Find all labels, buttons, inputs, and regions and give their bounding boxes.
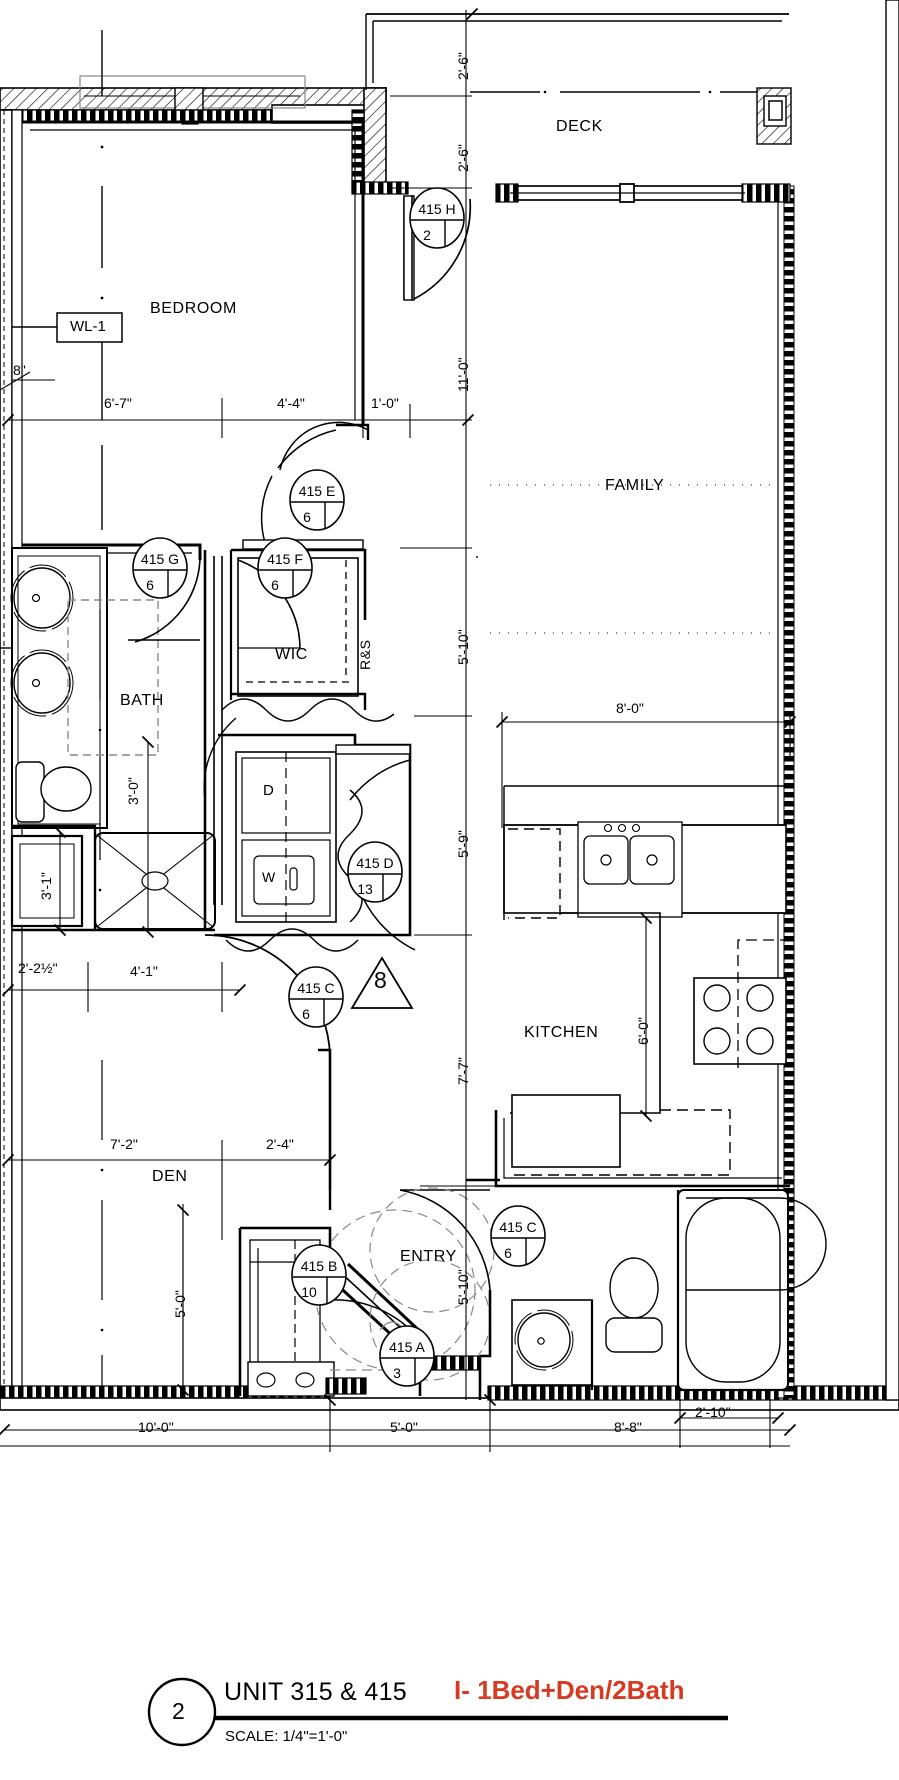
door-tag-bubble: 415 D 13 xyxy=(347,841,403,903)
dim-b-2-10: 2'-10" xyxy=(695,1404,731,1420)
dim-v-5-9: 5'-9" xyxy=(455,830,471,858)
dim-h-2-4: 2'-4" xyxy=(266,1136,294,1152)
room-label-family: FAMILY xyxy=(605,477,665,494)
door-tag-bubble: 415 C 6 xyxy=(490,1205,546,1267)
room-label-bedroom: BEDROOM xyxy=(150,300,237,317)
door-tag-sheet: 2 xyxy=(423,227,431,243)
dim-v-5-10-b: 5'-10" xyxy=(455,1269,471,1305)
room-label-deck: DECK xyxy=(556,118,603,135)
door-tag-bubble: 415 G 6 xyxy=(132,537,188,599)
wall-type-tag-wl1: WL-1 xyxy=(70,318,106,335)
door-tag-id: 415 G xyxy=(141,551,179,567)
door-tag-sheet: 6 xyxy=(504,1245,512,1261)
dim-v-11-0: 11'-0" xyxy=(455,357,471,392)
room-label-rs: R&S xyxy=(357,639,373,670)
door-tag-bubble: 415 A 3 xyxy=(379,1325,435,1387)
door-tag-sheet: 6 xyxy=(303,509,311,525)
door-tag-sheet: 13 xyxy=(357,881,373,897)
dim-h-4-1: 4'-1" xyxy=(130,963,158,979)
door-tag-bubble: 415 C 6 xyxy=(288,966,344,1028)
room-label-bath: BATH xyxy=(120,692,164,709)
dim-b-10-0: 10'-0" xyxy=(138,1419,174,1435)
dim-h-4-4: 4'-4" xyxy=(277,395,305,411)
door-tag-id: 415 B xyxy=(301,1258,338,1274)
door-tag-sheet: 6 xyxy=(146,577,154,593)
dim-v-3-0: 3'-0" xyxy=(125,777,141,805)
dim-h-7-2: 7'-2" xyxy=(110,1136,138,1152)
room-label-entry: ENTRY xyxy=(400,1248,457,1265)
door-tag-id: 415 E xyxy=(299,483,336,499)
door-tag-bubble: 415 B 10 xyxy=(291,1244,347,1306)
room-label-den: DEN xyxy=(152,1168,188,1185)
dim-h-1-0: 1'-0" xyxy=(371,395,399,411)
dim-h-6-7: 6'-7" xyxy=(104,395,132,411)
door-tag-id: 415 F xyxy=(267,551,303,567)
dim-b-5-0: 5'-0" xyxy=(390,1419,418,1435)
door-tag-bubble: 415 F 6 xyxy=(257,537,313,599)
door-tag-id: 415 A xyxy=(389,1339,425,1355)
keynote-triangle-label: 8 xyxy=(374,967,387,993)
room-label-wic: WIC xyxy=(275,646,308,663)
dim-h-2-2half: 2'-2½" xyxy=(18,960,58,976)
title-scale-label: SCALE: 1/4"=1'-0" xyxy=(225,1728,348,1745)
title-unit-label: UNIT 315 & 415 xyxy=(224,1678,408,1706)
door-tag-sheet: 10 xyxy=(301,1284,317,1300)
dim-b-8-8: 8'-8" xyxy=(614,1419,642,1435)
door-tag-sheet: 6 xyxy=(302,1006,310,1022)
dim-v-2-6-b: 2'-6" xyxy=(455,144,471,172)
door-tag-id: 415 C xyxy=(499,1219,536,1235)
door-tag-sheet: 3 xyxy=(393,1365,401,1381)
room-label-kitchen: KITCHEN xyxy=(524,1024,599,1041)
detail-bubble-number: 2 xyxy=(172,1698,185,1724)
title-plan-name: I- 1Bed+Den/2Bath xyxy=(454,1675,685,1705)
door-tag-id: 415 H xyxy=(418,201,455,217)
door-tag-id: 415 C xyxy=(297,980,334,996)
dim-v-6-0: 6'-0" xyxy=(635,1017,651,1045)
door-tag-sheet: 6 xyxy=(271,577,279,593)
dim-v-2-6-a: 2'-6" xyxy=(455,52,471,80)
dim-h-8-0: 8'-0" xyxy=(616,700,644,716)
equipment-label-washer: W xyxy=(262,869,276,885)
dim-v-7-7: 7'-7" xyxy=(455,1057,471,1085)
dim-v-3-1: 3'-1" xyxy=(38,872,54,900)
door-tag-bubble: 415 E 6 xyxy=(289,469,345,531)
equipment-label-dryer: D xyxy=(263,782,274,799)
dim-v-5-0-den: 5'-0" xyxy=(172,1290,188,1318)
door-tag-bubble: 415 H 2 xyxy=(409,187,465,249)
dim-v-5-10-a: 5'-10" xyxy=(455,629,471,665)
door-tag-id: 415 D xyxy=(356,855,393,871)
dim-8in: 8" xyxy=(13,362,26,378)
